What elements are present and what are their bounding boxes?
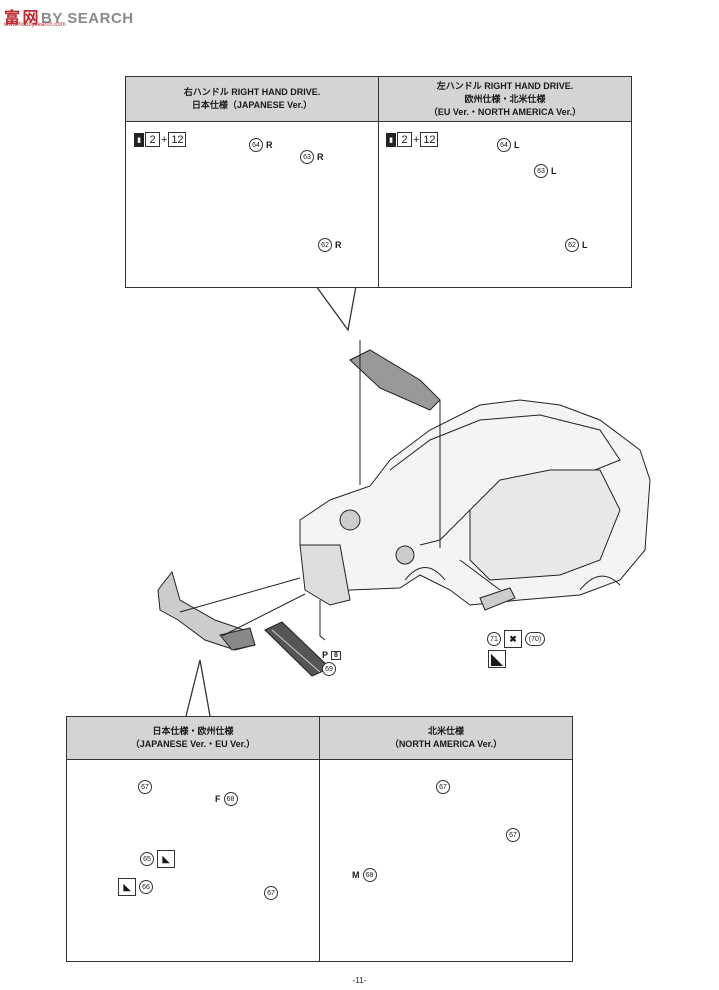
badge-num-b: 12: [168, 132, 187, 147]
callout-num: 67: [436, 780, 450, 794]
top-left-step-badge: ▮ 2 + 12: [134, 132, 187, 147]
callout-side: L: [551, 166, 557, 176]
top-right-step-badge: ▮ 2 + 12: [386, 132, 439, 147]
part-65-callout: 65 ◣: [140, 850, 175, 868]
callout-num: 66: [139, 880, 153, 894]
callout-num: 62: [565, 238, 579, 252]
na-part-67-callout-b: 67: [506, 828, 520, 842]
bottom-left-header-line2: （JAPANESE Ver.・EU Ver.）: [130, 739, 256, 749]
part-69-callout: 69: [322, 662, 336, 676]
badge-num-a: 2: [397, 132, 412, 147]
top-left-header-line2: 日本仕様（JAPANESE Ver.）: [191, 100, 313, 110]
top-right-header: 左ハンドル RIGHT HAND DRIVE. 欧州仕様・北米仕様 （EU Ve…: [378, 77, 631, 121]
bottom-left-header: 日本仕様・欧州仕様 （JAPANESE Ver.・EU Ver.）: [67, 717, 319, 759]
callout-side: R: [335, 240, 342, 250]
top-right-header-line2: 欧州仕様・北米仕様: [464, 93, 546, 104]
part-67-callout-b: 67: [264, 886, 278, 900]
top-left-header-line1: 右ハンドル RIGHT HAND DRIVE.: [183, 87, 321, 97]
bottom-right-header-line1: 北米仕様: [427, 726, 464, 736]
bottom-panel-divider: [319, 717, 320, 961]
bottom-left-header-line1: 日本仕様・欧州仕様: [152, 726, 234, 736]
part-67-callout-a: 67: [138, 780, 152, 794]
paint-ref-num: 8: [331, 650, 341, 660]
top-panel-divider: [378, 77, 379, 287]
part-variant-label: M: [352, 870, 360, 880]
badge-num-a: 2: [145, 132, 160, 147]
callout-num: 68: [362, 868, 377, 882]
paint-step-icon: ▮: [386, 132, 396, 147]
cement-icon: ◣: [118, 878, 136, 896]
callout-num: 67: [506, 828, 520, 842]
callout-num: 62: [318, 238, 332, 252]
callout-num: 63: [300, 150, 314, 164]
callout-num: 67: [264, 886, 278, 900]
page-number: -11-: [352, 976, 367, 985]
part-66-callout: ◣ 66: [118, 878, 153, 896]
callout-num: 67: [138, 780, 152, 794]
callout-num: 64: [497, 138, 511, 152]
part-71-callout: 71 ✖ (70): [487, 630, 545, 648]
badge-num-b: 12: [420, 132, 439, 147]
callout-side: L: [582, 240, 588, 250]
part-variant-label: F: [215, 794, 221, 804]
bottom-right-header: 北米仕様 （NORTH AMERICA Ver.）: [319, 717, 572, 759]
top-left-header: 右ハンドル RIGHT HAND DRIVE. 日本仕様（JAPANESE Ve…: [126, 77, 378, 121]
callout-num: 71: [487, 632, 501, 646]
callout-num: 68: [223, 792, 238, 806]
paint-step-icon: ▮: [134, 132, 144, 147]
watermark-url: www.hobbysearch.com: [4, 22, 66, 28]
callout-num: 63: [534, 164, 548, 178]
callout-num: 65: [140, 852, 154, 866]
callout-side: L: [514, 140, 520, 150]
glue-icon: ✖: [504, 630, 522, 648]
bottom-right-header-line2: （NORTH AMERICA Ver.）: [389, 739, 503, 749]
cement-icon: ◣: [157, 850, 175, 868]
callout-num: 64: [249, 138, 263, 152]
top-right-header-line3: （EU Ver.・NORTH AMERICA Ver.）: [428, 106, 582, 117]
callout-num: 69: [322, 662, 336, 676]
watermark-cn-1: 富: [4, 10, 21, 27]
top-right-header-line1: 左ハンドル RIGHT HAND DRIVE.: [436, 80, 574, 91]
na-part-67-callout-a: 67: [436, 780, 450, 794]
callout-num: (70): [525, 632, 545, 646]
top-instruction-panel: 右ハンドル RIGHT HAND DRIVE. 日本仕様（JAPANESE Ve…: [125, 76, 632, 288]
watermark-en: BY SEARCH: [41, 10, 134, 27]
cement-icon: ◣: [488, 650, 506, 668]
watermark-cn-2: 网: [22, 10, 40, 27]
paint-ref-label: P: [322, 650, 329, 660]
callout-side: R: [266, 140, 273, 150]
bottom-instruction-panel: 日本仕様・欧州仕様 （JAPANESE Ver.・EU Ver.） 北米仕様 （…: [66, 716, 573, 962]
callout-side: R: [317, 152, 324, 162]
